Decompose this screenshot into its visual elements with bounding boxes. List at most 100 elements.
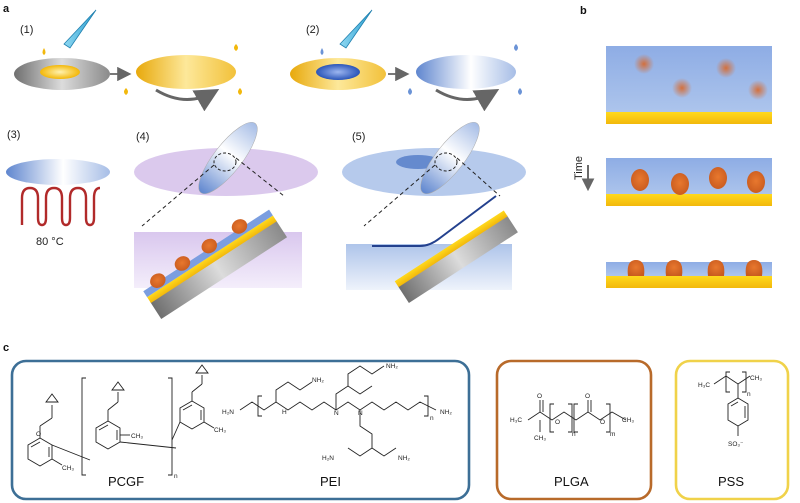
pcgf-n-label: n — [174, 473, 178, 480]
released-film — [372, 195, 497, 247]
step-4-particle-coating: (4) — [134, 122, 318, 319]
panel-b-stage-3 — [606, 260, 772, 288]
heater-coil-icon — [20, 186, 101, 227]
gold-droplet-icon — [238, 88, 242, 95]
particle — [707, 260, 725, 276]
zoom-inset-substrate — [394, 210, 518, 304]
pipette-icon — [63, 9, 97, 49]
pss-structure — [713, 371, 751, 436]
plga-ch3-label: CH₃ — [534, 435, 546, 442]
blue-droplet-icon — [514, 44, 518, 51]
blue-droplet-icon — [408, 88, 412, 95]
step-5-label: (5) — [352, 131, 365, 143]
particle — [745, 260, 763, 276]
particle — [672, 78, 692, 98]
pss-ch3-label: CH₃ — [750, 375, 762, 382]
step-1-spun-gold-disc — [124, 44, 242, 112]
particle — [747, 171, 765, 193]
pss-so3-label: SO₃⁻ — [728, 441, 744, 448]
pei-name: PEI — [320, 474, 341, 489]
particle — [150, 273, 166, 288]
particle — [631, 169, 649, 191]
gold-droplet-icon — [234, 44, 238, 51]
zoom-inset-substrate — [143, 209, 288, 319]
temperature-label: 80 °C — [36, 236, 64, 248]
gold-droplet-icon — [42, 48, 46, 55]
step-2-spin-coating-blue: (2) — [290, 9, 386, 90]
blue-spot — [316, 64, 360, 80]
step-5-transfer: (5) — [342, 122, 526, 304]
pei-n-label: N — [334, 410, 339, 417]
blue-disc — [416, 55, 516, 89]
pcgf-ch3-label: CH₃ — [214, 427, 226, 434]
panel-label-c: c — [3, 342, 9, 354]
blue-layer — [606, 158, 772, 196]
pei-nh2-label: NH₂ — [386, 363, 398, 370]
zoom-line-right — [456, 157, 501, 197]
pei-structure — [239, 365, 437, 457]
blue-disc — [6, 159, 110, 185]
plga-n-label: n — [572, 431, 576, 438]
pei-nh2-label: NH₂ — [312, 377, 324, 384]
gold-layer — [606, 194, 772, 206]
zoom-circle — [434, 152, 458, 172]
pss-h3c-label: H₃C — [698, 382, 710, 389]
time-indicator: Time — [573, 156, 595, 192]
panel-b-stage-1 — [606, 46, 772, 124]
particle — [201, 238, 217, 254]
pei-h2n-label: H₂N — [322, 455, 334, 462]
particle — [671, 173, 689, 195]
panel-b-stage-2 — [606, 158, 772, 206]
plga-o-label: O — [537, 393, 542, 400]
pipette-icon — [339, 9, 373, 49]
particle — [634, 54, 654, 74]
particle — [174, 256, 191, 271]
gold-spot — [40, 65, 80, 79]
blue-droplet-icon — [518, 88, 522, 95]
plga-o-label: O — [555, 419, 560, 426]
step-2-label: (2) — [306, 24, 319, 36]
pcgf-ch3-label: CH₃ — [62, 465, 74, 472]
gold-layer — [606, 112, 772, 124]
pei-nh2-label: NH₂ — [440, 409, 452, 416]
pss-name: PSS — [718, 474, 744, 489]
pcgf-ch3-label: CH₃ — [131, 433, 143, 440]
step-3-heating: (3) 80 °C — [6, 129, 110, 248]
plga-name: PLGA — [554, 474, 589, 489]
pei-n-label: N — [358, 410, 363, 417]
particle — [231, 219, 248, 234]
panel-label-b: b — [580, 5, 587, 17]
step-1-spin-coating-gold: (1) — [14, 9, 110, 90]
particle — [665, 260, 683, 276]
blue-layer — [606, 262, 772, 276]
particle — [627, 260, 645, 276]
pss-n-label: n — [747, 391, 751, 398]
pei-h-label: H — [282, 409, 287, 416]
plga-o-label: O — [585, 393, 590, 400]
pcgf-name: PCGF — [108, 474, 144, 489]
particle — [716, 58, 736, 78]
zoom-line-left — [363, 164, 436, 227]
pei-h2n-label: H₂N — [222, 409, 234, 416]
panel-label-a: a — [3, 3, 10, 15]
step-4-label: (4) — [136, 131, 149, 143]
tilted-substrate — [420, 122, 480, 194]
zoom-line-right — [235, 157, 285, 197]
zoom-line-left — [141, 164, 215, 227]
plga-h3c-label: H₃C — [510, 417, 522, 424]
particle — [709, 167, 727, 189]
pcgf-structure — [27, 364, 215, 476]
gold-droplet-icon — [124, 88, 128, 95]
plga-m-label: m — [610, 431, 615, 438]
pss-box — [674, 359, 790, 501]
plga-o-label: O — [600, 419, 605, 426]
rotation-arrow-icon — [435, 88, 500, 112]
blue-droplet-icon — [320, 48, 324, 55]
zoom-circle — [213, 152, 237, 172]
pei-n-label: n — [430, 415, 434, 422]
pcgf-pei-box — [10, 359, 471, 501]
pcgf-o-label: O — [36, 431, 41, 438]
step-3-label: (3) — [7, 129, 20, 141]
particle — [748, 80, 768, 100]
